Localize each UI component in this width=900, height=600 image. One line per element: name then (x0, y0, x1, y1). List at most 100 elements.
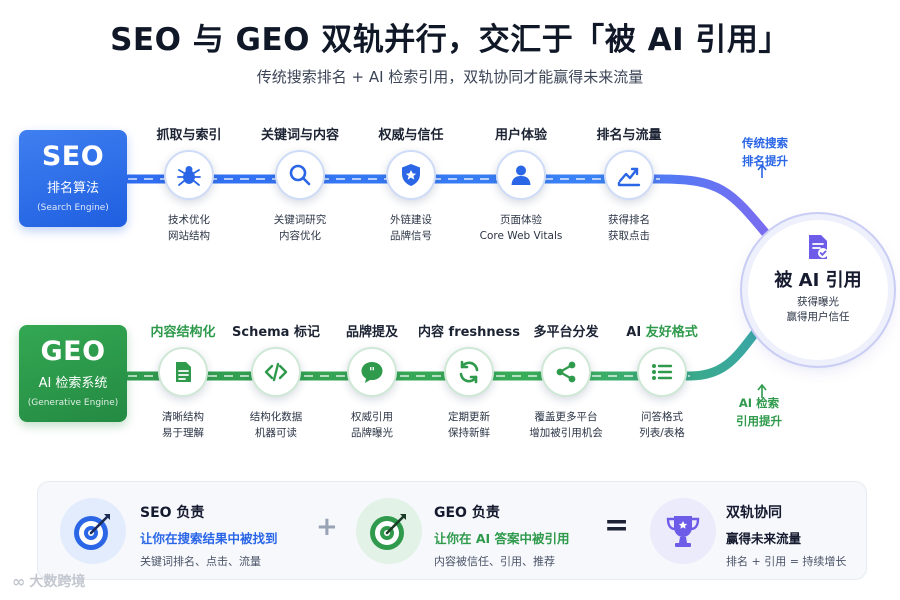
geo-stage: AI 友好格式 问答格式 列表/表格 (602, 321, 722, 441)
result-summary-highlight: 赢得未来流量 (726, 531, 802, 546)
seo-stage: 权威与信任 外链建设 品牌信号 (351, 124, 471, 244)
geo-summary-title: GEO 负责 (434, 505, 500, 521)
geo-summary-desc: 内容被信任、引用、推荐 (434, 555, 555, 568)
stage-desc-1: 覆盖更多平台 (534, 411, 598, 423)
seo-name: SEO (41, 141, 105, 172)
geo-stage: 品牌提及 " 权威引用 品牌曝光 (312, 321, 432, 441)
seo-summary-desc: 关键词排名、点击、流量 (140, 555, 261, 568)
user-icon (496, 150, 546, 200)
result-summary-title: 双轨协同 (726, 505, 782, 521)
stage-label-prefix: AI (626, 325, 646, 340)
result-summary: 双轨协同 赢得未来流量 排名 + 引用 = 持续增长 (726, 502, 846, 569)
geo-stage: 多平台分发 覆盖更多平台 增加被引用机会 (506, 321, 626, 441)
hub-line1: 获得曝光 (797, 296, 839, 308)
seo-en: (Search Engine) (37, 203, 109, 213)
geo-tag: GEO AI 检索系统 (Generative Engine) (19, 325, 127, 422)
geo-name: GEO (40, 336, 106, 367)
logo-icon: ∞ (12, 571, 26, 591)
stage-desc-1: 清晰结构 (162, 411, 204, 423)
seo-stage: 抓取与索引 技术优化 网站结构 (129, 124, 249, 244)
stage-label: 多平台分发 (533, 325, 599, 340)
seo-tag: SEO 排名算法 (Search Engine) (19, 130, 127, 227)
spider-icon (164, 150, 214, 200)
seo-stage: 排名与流量 获得排名 获取点击 (569, 124, 689, 244)
hub-line2: 赢得用户信任 (786, 311, 850, 323)
stage-desc-1: 获得排名 (608, 214, 650, 226)
page-title: SEO 与 GEO 双轨并行，交汇于「被 AI 引用」 (110, 22, 790, 58)
geo-stage: 内容 freshness 定期更新 保持新鲜 (409, 321, 529, 441)
stage-label: 排名与流量 (596, 128, 662, 143)
stage-desc-2: 增加被引用机会 (529, 427, 603, 439)
stage-desc-2: 品牌信号 (390, 230, 432, 242)
search-icon (275, 150, 325, 200)
watermark-text: 大数跨境 (29, 574, 86, 590)
stage-desc-1: 外链建设 (390, 214, 432, 226)
arrow-up-icon (757, 383, 767, 398)
trend-up-icon (604, 150, 654, 200)
summary-panel: SEO 负责 让你在搜索结果中被找到 关键词排名、点击、流量 + GEO 负责 … (37, 481, 867, 580)
geo-cn: AI 检索系统 (38, 376, 108, 391)
shield-star-icon (386, 150, 436, 200)
target-icon (356, 498, 422, 564)
stage-desc-1: 结构化数据 (249, 411, 303, 423)
stage-label: 内容 freshness (418, 325, 520, 340)
seo-summary-highlight: 让你在搜索结果中被找到 (140, 531, 278, 546)
stage-desc-2: 品牌曝光 (351, 427, 393, 439)
target-icon (60, 498, 126, 564)
geo-track (123, 317, 769, 381)
seo-stage: 关键词与内容 关键词研究 内容优化 (240, 124, 360, 244)
ai-citation-hub: 被 AI 引用 获得曝光 赢得用户信任 (748, 220, 888, 360)
seo-note: 传统搜索 排名提升 (720, 134, 810, 170)
stage-desc-2: 列表/表格 (639, 427, 685, 439)
seo-note-line2: 排名提升 (742, 154, 788, 168)
geo-note: AI 检索 引用提升 (714, 394, 804, 430)
geo-en: (Generative Engine) (27, 398, 119, 408)
geo-summary-highlight: 让你在 AI 答案中被引用 (434, 531, 570, 546)
geo-stage: Schema 标记 结构化数据 机器可读 (216, 321, 336, 441)
seo-summary: SEO 负责 让你在搜索结果中被找到 关键词排名、点击、流量 (140, 502, 278, 569)
stage-label: 内容结构化 (150, 325, 216, 340)
stage-desc-1: 页面体验 (500, 214, 542, 226)
stage-label: Schema 标记 (232, 325, 320, 340)
equals-sign: = (604, 508, 630, 543)
list-icon (637, 347, 687, 397)
stage-desc-1: 关键词研究 (273, 214, 327, 226)
geo-stage: 内容结构化 清晰结构 易于理解 (123, 321, 243, 441)
geo-note-line2: 引用提升 (736, 414, 782, 428)
seo-cn: 排名算法 (46, 181, 99, 196)
stage-desc-2: 获取点击 (608, 230, 650, 242)
share-icon (541, 347, 591, 397)
arrow-up-icon (757, 163, 767, 178)
stage-desc-1: 权威引用 (351, 411, 393, 423)
trophy-icon (650, 498, 716, 564)
refresh-icon (444, 347, 494, 397)
stage-desc-1: 问答格式 (641, 411, 683, 423)
stage-label: 品牌提及 (345, 325, 398, 340)
seo-track (123, 174, 773, 241)
document-icon (158, 347, 208, 397)
stage-label: AI 友好格式 (602, 321, 722, 340)
geo-summary: GEO 负责 让你在 AI 答案中被引用 内容被信任、引用、推荐 (434, 502, 570, 569)
geo-note-line1: AI 检索 (738, 396, 780, 410)
stage-label-highlight: 友好格式 (645, 325, 698, 340)
stage-label: 用户体验 (494, 128, 547, 143)
plus-sign: + (316, 512, 338, 542)
stage-desc-1: 技术优化 (168, 214, 210, 226)
stage-label: 权威与信任 (378, 128, 444, 143)
result-summary-desc: 排名 + 引用 = 持续增长 (726, 555, 847, 568)
document-check-icon (803, 232, 833, 262)
watermark: ∞ 大数跨境 (12, 571, 85, 591)
stage-desc-2: 内容优化 (279, 230, 321, 242)
stage-label: 抓取与索引 (156, 128, 222, 143)
svg-text:": " (369, 365, 375, 379)
stage-desc-2: 保持新鲜 (448, 427, 490, 439)
stage-desc-2: Core Web Vitals (479, 230, 563, 242)
seo-note-line1: 传统搜索 (742, 136, 788, 150)
quote-icon: " (347, 347, 397, 397)
stage-desc-1: 定期更新 (448, 411, 490, 423)
stage-desc-2: 机器可读 (255, 427, 297, 439)
seo-summary-title: SEO 负责 (140, 505, 205, 521)
page-subtitle: 传统搜索排名 + AI 检索引用，双轨协同才能赢得未来流量 (256, 68, 644, 86)
seo-stage: 用户体验 页面体验 Core Web Vitals (461, 124, 581, 244)
